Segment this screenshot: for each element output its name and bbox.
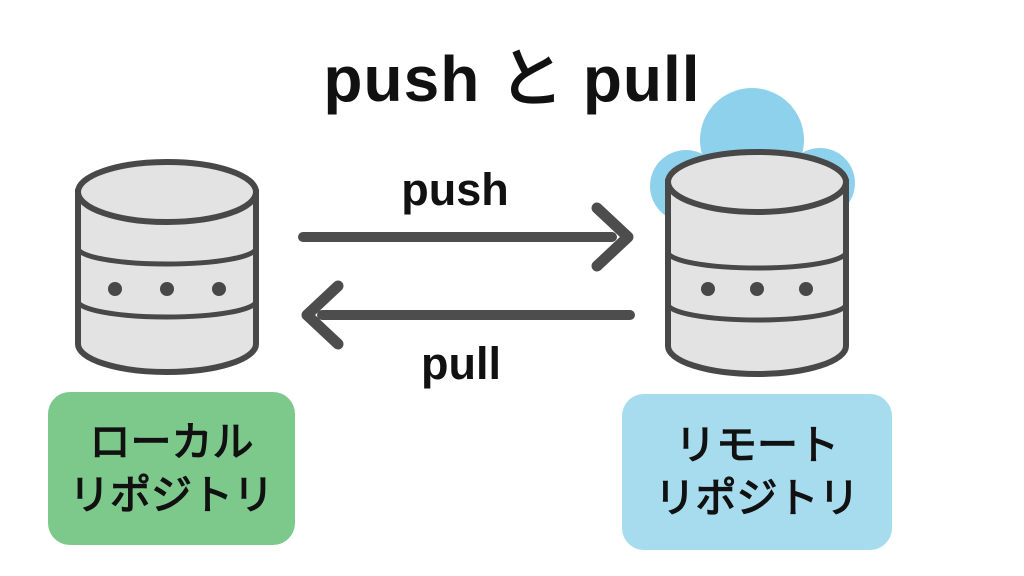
remote-repository-label-box: リモート リポジトリ	[622, 394, 892, 550]
local-repository-label-line2: リポジトリ	[69, 471, 274, 518]
push-arrow	[298, 202, 634, 272]
remote-repository-label-line2: リポジトリ	[654, 475, 860, 521]
local-repository-label-line1: ローカル	[89, 418, 254, 465]
push-arrow-label: push	[401, 164, 509, 215]
pull-arrow-label: pull	[421, 338, 501, 389]
page-title: push と pull	[323, 43, 701, 115]
local-database-icon	[75, 159, 259, 375]
local-repository-label-box: ローカル リポジトリ	[48, 392, 295, 545]
pull-arrow	[301, 280, 635, 350]
remote-database-icon	[665, 149, 849, 377]
remote-repository-label-line1: リモート	[675, 422, 839, 468]
